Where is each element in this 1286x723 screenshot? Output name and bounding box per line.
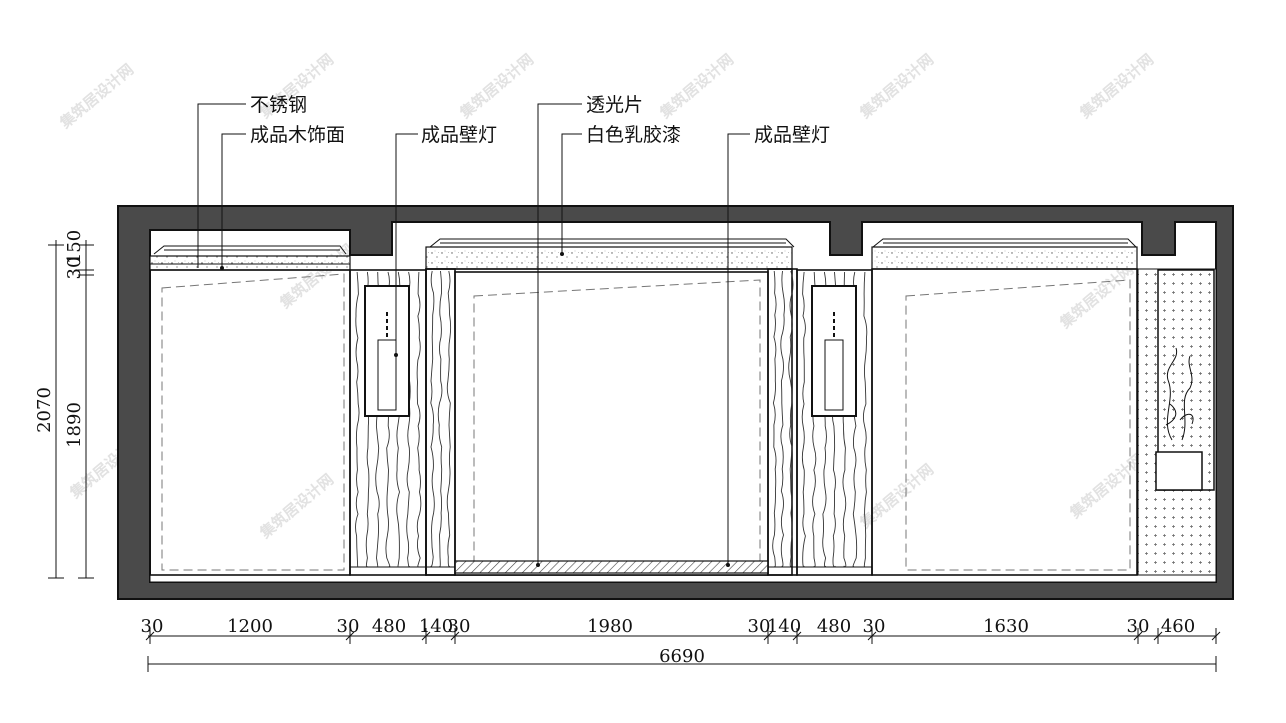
- dim-total-6690: 6690: [659, 646, 705, 667]
- label-wood-veneer: 成品木饰面: [250, 124, 345, 146]
- horizontal-dimensions: 30 1200 30 480 140 30 1980 30 140 480 30…: [141, 616, 1221, 672]
- dim-h-4: 140: [419, 616, 453, 637]
- dim-h-5: 30: [448, 616, 471, 637]
- material-labels: 不锈钢 成品木饰面 成品壁灯 透光片 白色乳胶漆 成品壁灯: [250, 94, 830, 146]
- dim-h-3: 480: [372, 616, 406, 637]
- dim-tick-slash: [1211, 631, 1221, 641]
- ceiling-bands: [149, 246, 1217, 576]
- dim-h-9: 480: [817, 616, 851, 637]
- dim-tick-slash: [867, 631, 877, 641]
- wall-panels: [149, 268, 1138, 576]
- dim-h-12: 30: [1127, 616, 1150, 637]
- dim-h-2: 30: [337, 616, 360, 637]
- wood-grain-line: [446, 270, 452, 567]
- dim-tick-slash: [450, 631, 460, 641]
- dim-tick-slash: [345, 631, 355, 641]
- wall-lamp-right: [811, 285, 857, 417]
- dim-tick-slash: [792, 631, 802, 641]
- label-stainless-steel: 不锈钢: [250, 94, 307, 116]
- dim-h-7: 30: [748, 616, 771, 637]
- watermark-text: 集筑居设计网: [856, 460, 937, 532]
- wall-lamp-left: [364, 285, 410, 417]
- dim-h-0: 30: [141, 616, 164, 637]
- dim-h-11: 1630: [983, 616, 1029, 637]
- watermark-text: 集筑居设计网: [256, 470, 337, 542]
- display-niche: [1155, 269, 1215, 491]
- wood-grain-line: [780, 270, 785, 567]
- wood-grain-line: [355, 271, 360, 568]
- watermark-text: 集筑居设计网: [656, 50, 737, 122]
- label-wall-lamp-left: 成品壁灯: [421, 124, 497, 146]
- vertical-dimensions: 30 150 2070 1890: [34, 230, 94, 579]
- dim-h-10: 30: [863, 616, 886, 637]
- dim-tick-slash: [145, 631, 155, 641]
- label-white-latex-paint: 白色乳胶漆: [586, 124, 681, 146]
- leader-lines: [197, 103, 750, 567]
- ceiling-coves: [153, 238, 1137, 255]
- dim-h-8: 140: [767, 616, 801, 637]
- watermark-text: 集筑居设计网: [1056, 260, 1137, 332]
- wood-grain-line: [788, 270, 794, 567]
- dim-2070: 2070: [34, 387, 55, 433]
- watermark-text: 集筑居设计网: [1076, 50, 1157, 122]
- dim-tick-slash: [1153, 631, 1163, 641]
- wood-grain-line: [862, 271, 868, 568]
- dim-tick-slash: [421, 631, 431, 641]
- wood-grain-line: [430, 270, 435, 567]
- wood-grain-line: [772, 270, 777, 567]
- watermark-text: 集筑居设计网: [1066, 450, 1147, 522]
- dim-h-1: 1200: [227, 616, 273, 637]
- watermark-text: 集筑居设计网: [456, 50, 537, 122]
- wood-grain-line: [801, 271, 806, 568]
- watermark-text: 集筑居设计网: [56, 60, 137, 132]
- dim-h-6: 1980: [587, 616, 633, 637]
- dim-h-13: 460: [1161, 616, 1195, 637]
- dim-1890: 1890: [64, 402, 85, 448]
- label-wall-lamp-right: 成品壁灯: [754, 124, 830, 146]
- dim-tick-slash: [763, 631, 773, 641]
- watermark-text: 集筑居设计网: [856, 50, 937, 122]
- dim-tick-slash: [1133, 631, 1143, 641]
- dim-150: 150: [64, 230, 85, 264]
- wood-grain-line: [437, 270, 443, 567]
- dim-30: 30: [64, 257, 85, 280]
- label-light-film: 透光片: [586, 94, 643, 116]
- wood-grain-line: [416, 271, 422, 568]
